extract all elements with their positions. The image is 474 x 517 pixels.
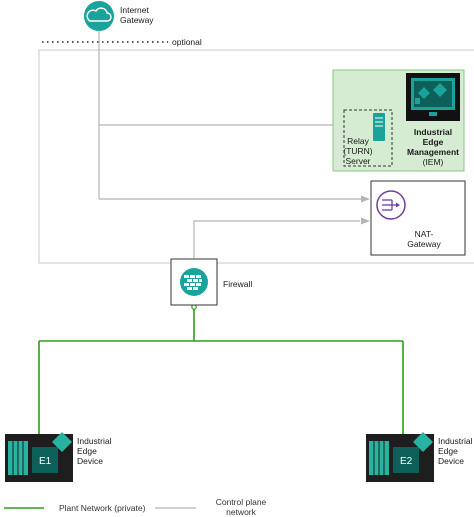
edge-device-right-label: Industrial Edge Device — [438, 436, 473, 466]
industrial-edge-device-icon — [5, 432, 73, 482]
iem-abbr-label: (IEM) — [422, 157, 444, 167]
device-id-right: E2 — [400, 456, 413, 467]
monitor-icon — [406, 73, 460, 121]
legend-control-plane: Control plane network — [215, 497, 267, 517]
optional-region — [38, 49, 474, 264]
optional-label: optional — [172, 37, 202, 47]
plant-network-lines — [38, 307, 404, 434]
relay-server-box — [343, 109, 393, 167]
server-icon — [373, 113, 385, 141]
edge-device-left-label: Industrial Edge Device — [77, 436, 112, 466]
industrial-edge-device-icon — [366, 432, 434, 482]
cloud-icon — [84, 1, 114, 31]
arrow-head-nat-1 — [361, 195, 370, 203]
firewall-icon — [180, 268, 208, 296]
legend-plant-network: Plant Network (private) — [59, 503, 146, 513]
control-plane-lines — [98, 26, 362, 258]
firewall-label: Firewall — [223, 279, 253, 289]
internet-gateway-label: Internet Gateway — [120, 5, 154, 25]
relay-server-label: Relay (TURN) Server — [343, 136, 373, 166]
firewall-box — [170, 258, 218, 306]
device-id-left: E1 — [39, 456, 52, 467]
nat-gateway-label: NAT- Gateway — [407, 229, 441, 249]
nat-gateway-icon — [376, 190, 406, 220]
iem-name-label: Industrial Edge Management — [407, 127, 459, 157]
arrow-head-nat-2 — [361, 217, 370, 225]
